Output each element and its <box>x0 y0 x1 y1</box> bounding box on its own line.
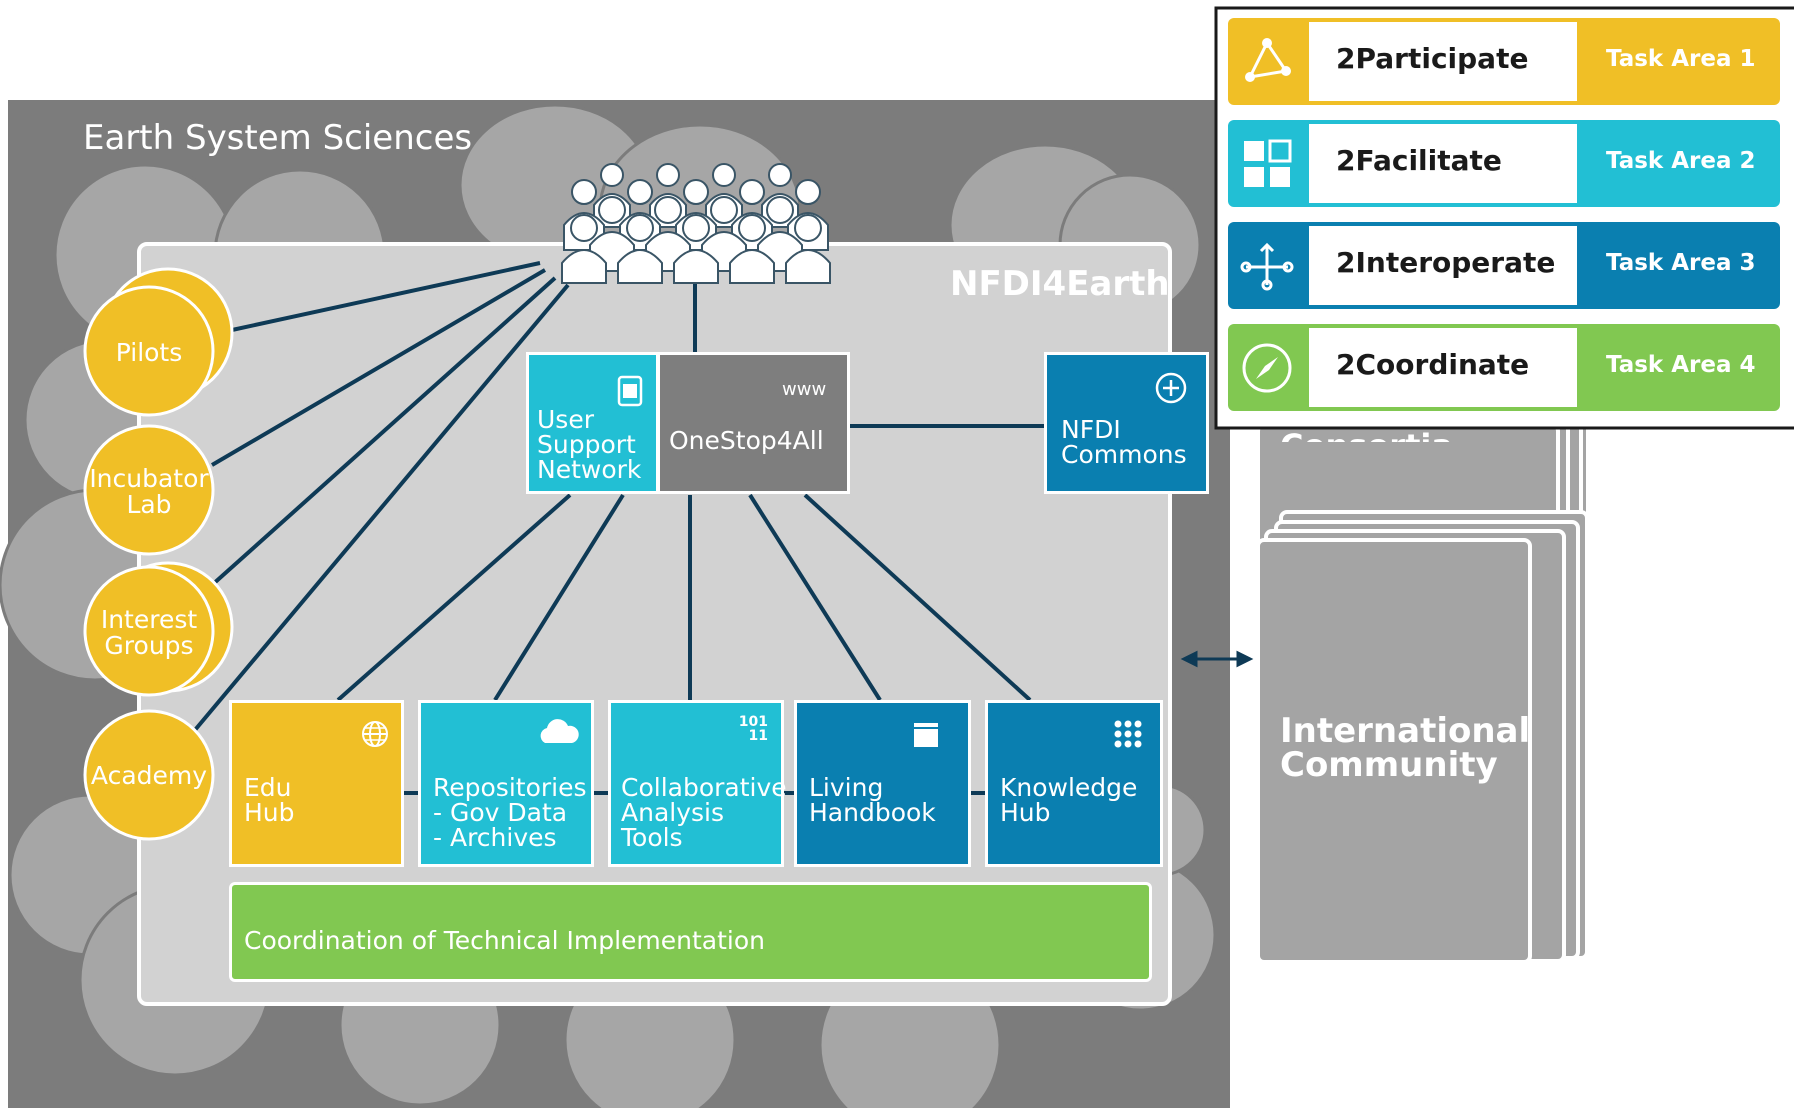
module-living-handbook: Living Handbook <box>794 700 971 867</box>
task-area-name-3: 2Interoperate <box>1336 246 1556 279</box>
module-label-knowledge-hub: Knowledge Hub <box>1000 773 1138 827</box>
users-crowd-icon <box>561 163 831 284</box>
task-area-white-4 <box>1309 328 1577 407</box>
international-label: International Community <box>1280 711 1531 785</box>
task-area-row-2: 2Facilitate Task Area 2 <box>1228 120 1780 207</box>
task-area-white-2 <box>1309 124 1577 203</box>
task-area-white-1 <box>1309 22 1577 101</box>
coordination-bar: Coordination of Technical Implementation <box>229 882 1152 982</box>
task-area-row-1: 2Participate Task Area 1 <box>1228 18 1780 105</box>
circle-label-pilots: Pilots <box>115 338 183 367</box>
task-area-label-2: Task Area 2 <box>1606 148 1756 174</box>
globe-icon <box>362 721 388 747</box>
task-area-white-3 <box>1309 226 1577 305</box>
task-area-row-4: 2Coordinate Task Area 4 <box>1228 324 1780 411</box>
tablet-icon <box>617 375 643 407</box>
book-icon <box>914 723 938 747</box>
branch-arrows-icon <box>1240 242 1294 291</box>
module-collaborative-analysis: 101 11 Collaborative Analysis Tools <box>608 700 787 867</box>
module-knowledge-hub: Knowledge Hub <box>985 700 1163 867</box>
user-support-box: User Support Network <box>526 352 659 494</box>
module-label-living-handbook: Living Handbook <box>809 773 936 827</box>
task-area-name-2: 2Facilitate <box>1336 144 1502 177</box>
grid-dots-icon <box>1114 720 1142 748</box>
circle-label-incubator: Incubator Lab <box>89 464 209 519</box>
task-area-label-1: Task Area 1 <box>1606 46 1756 72</box>
consortia-stack <box>1256 378 1590 964</box>
ess-title: Earth System Sciences <box>83 118 473 158</box>
onestop-label: OneStop4All <box>669 426 824 455</box>
task-area-name-1: 2Participate <box>1336 42 1529 75</box>
plus-circle-icon <box>1155 372 1187 404</box>
user-support-label: User Support Network <box>537 405 642 484</box>
double-arrow-icon <box>1180 650 1254 668</box>
circle-label-interest-groups: Interest Groups <box>100 605 198 660</box>
binary-icon: 101 11 <box>738 714 768 744</box>
module-label-repositories: Repositories - Gov Data - Archives <box>433 773 587 852</box>
stakeholder-circles <box>83 267 234 841</box>
consortia-label: Consortia <box>1280 408 1453 442</box>
module-label-collaborative: Collaborative Analysis Tools <box>621 773 787 852</box>
connection-lines <box>193 261 1046 795</box>
consortia-text: Consortia <box>1280 430 1453 442</box>
module-label-edu-hub: Edu Hub <box>244 773 295 827</box>
commons-box: NFDI Commons <box>1044 352 1209 494</box>
circle-label-academy: Academy <box>90 761 208 790</box>
onestop-box: www OneStop4All <box>657 352 850 494</box>
task-area-label-3: Task Area 3 <box>1606 250 1756 276</box>
task-area-row-3: 2Interoperate Task Area 3 <box>1228 222 1780 309</box>
nfdi-title: NFDI4Earth <box>950 264 1170 304</box>
network-triangle-icon <box>1245 38 1291 82</box>
compass-icon <box>1242 343 1292 393</box>
www-icon: www <box>782 379 827 400</box>
module-repositories: Repositories - Gov Data - Archives <box>418 700 594 867</box>
cloud-icon <box>540 719 579 743</box>
commons-label: NFDI Commons <box>1061 415 1187 469</box>
task-area-label-4: Task Area 4 <box>1606 352 1756 378</box>
task-area-name-4: 2Coordinate <box>1336 348 1530 381</box>
module-edu-hub: Edu Hub <box>229 700 404 867</box>
windows-grid-icon <box>1244 139 1292 187</box>
coordination-label: Coordination of Technical Implementation <box>244 926 765 955</box>
